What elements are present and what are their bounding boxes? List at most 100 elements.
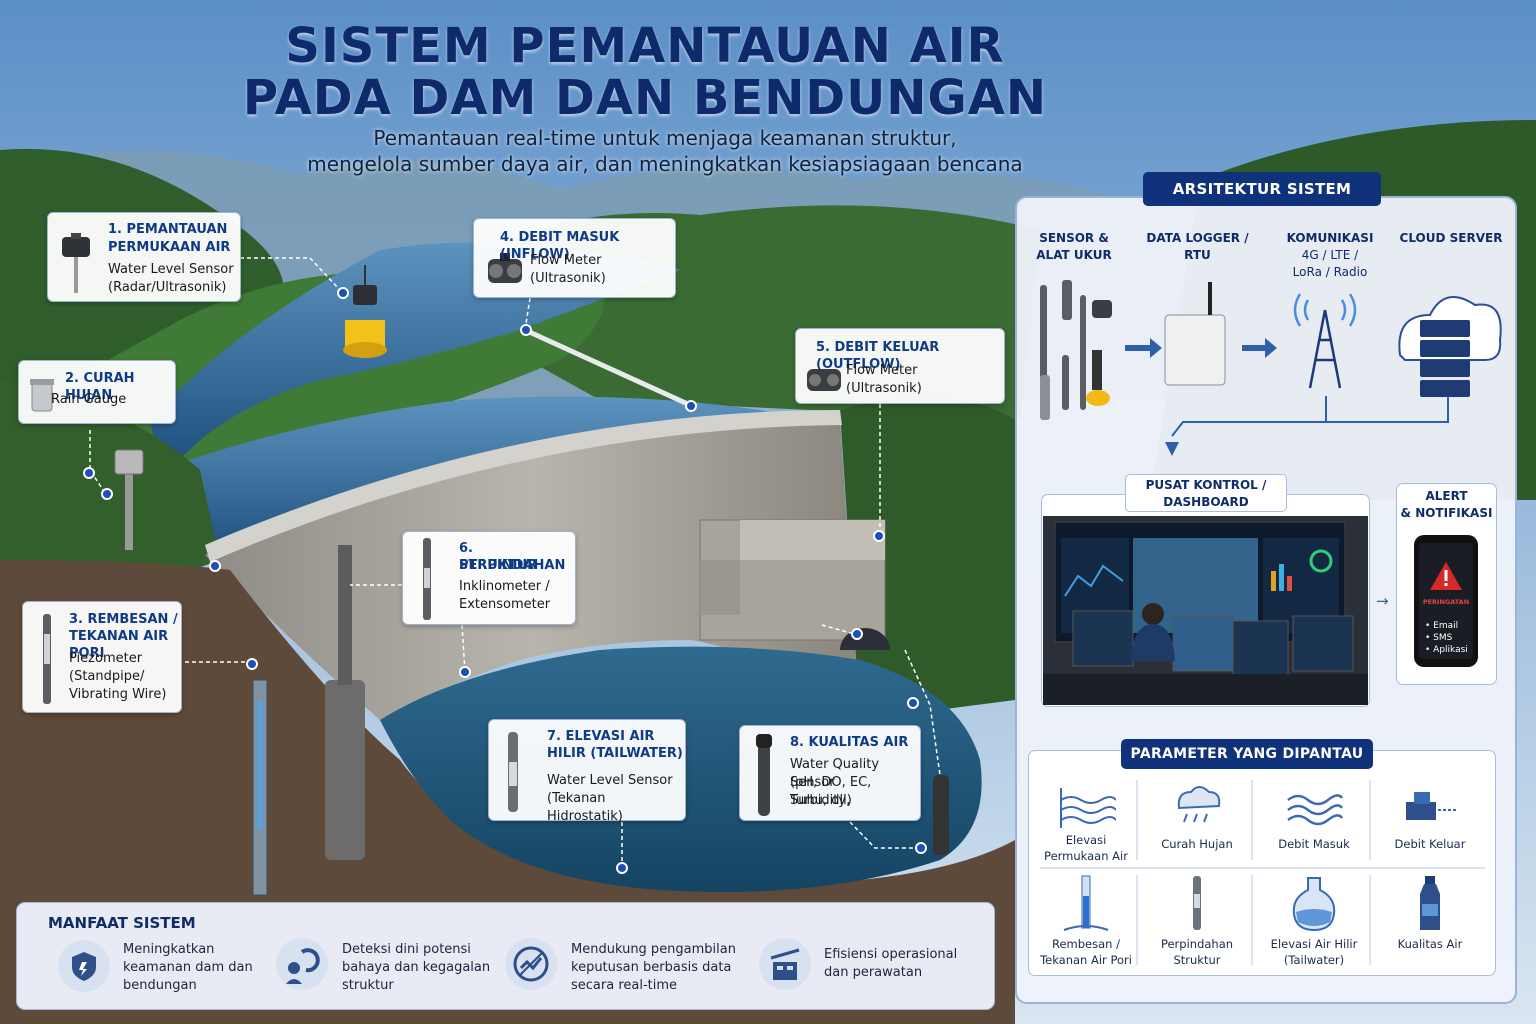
sensor-5-title1: 5. DEBIT KELUAR (OUTFLOW) bbox=[816, 340, 940, 372]
param-rainfall-label: Curah Hujan bbox=[1139, 836, 1255, 852]
sensor-card-outflow[interactable]: 5. DEBIT KELUAR (OUTFLOW) Flow Meter (Ul… bbox=[795, 328, 1005, 404]
arch-col-comm-l2: 4G / LTE / bbox=[1301, 248, 1359, 262]
sensor-card-tailwater[interactable]: 7. ELEVASI AIR HILIR (TAILWATER) Water L… bbox=[488, 719, 686, 824]
param-inflow: Debit Masuk bbox=[1256, 772, 1372, 872]
page-subtitle-line1: Pemantauan real-time untuk menjaga keama… bbox=[373, 126, 957, 150]
sensor-8-desc3: Suhu, dll) bbox=[790, 793, 852, 808]
water-level-icon bbox=[1060, 788, 1117, 828]
benefit-4-text: Efisiensi operasional dan perawatan bbox=[824, 946, 957, 982]
param-7-l1: Elevasi Air Hilir bbox=[1270, 937, 1358, 951]
sensor-3-desc1: Piezometer bbox=[69, 651, 143, 666]
benefits-title: MANFAAT SISTEM bbox=[48, 914, 196, 932]
page-subtitle-line2: mengelola sumber daya air, dan meningkat… bbox=[307, 152, 1023, 176]
sensor-3-title1: 3. REMBESAN / bbox=[69, 612, 178, 627]
arch-col-logger-l1: DATA LOGGER / bbox=[1146, 231, 1249, 245]
parameters-box bbox=[1028, 750, 1496, 976]
parameters-title: PARAMETER YANG DIPANTAU bbox=[1121, 739, 1373, 769]
water-drop-flask-icon bbox=[1292, 877, 1336, 932]
sensor-card-inflow[interactable]: 4. DEBIT MASUK (INFLOW) Flow Meter (Ultr… bbox=[473, 218, 676, 298]
piezometer-icon bbox=[1063, 875, 1109, 931]
flow-meter-icon bbox=[488, 253, 522, 283]
sensor-6-desc2: Extensometer bbox=[459, 597, 551, 612]
param-water-quality-label: Kualitas Air bbox=[1372, 936, 1488, 952]
page-title-line2: PADA DAM DAN BENDUNGAN bbox=[242, 70, 1048, 126]
param-7-l2: (Tailwater) bbox=[1283, 953, 1345, 967]
inclinometer-icon bbox=[423, 538, 431, 620]
param-rainfall: Curah Hujan bbox=[1139, 772, 1255, 872]
arrow-right-icon: → bbox=[1376, 592, 1389, 610]
arrow-right-icon bbox=[1125, 338, 1162, 358]
flow-connector bbox=[1171, 396, 1449, 437]
arch-col-comm-l1: KOMUNIKASI bbox=[1286, 231, 1374, 245]
data-decision-icon bbox=[505, 938, 557, 990]
sensor-4-title1: 4. DEBIT MASUK (INFLOW) bbox=[500, 230, 620, 262]
sensor-3-desc3: Vibrating Wire) bbox=[69, 687, 167, 702]
early-detection-icon bbox=[276, 938, 328, 990]
param-1-l1: Elevasi bbox=[1065, 833, 1107, 847]
param-inflow-label: Debit Masuk bbox=[1256, 836, 1372, 852]
arch-col-sensor-l1: SENSOR & bbox=[1039, 231, 1109, 245]
benefit-3-l3: secara real-time bbox=[571, 978, 678, 993]
page-title-line1: SISTEM PEMANTAUAN AIR bbox=[285, 18, 1005, 74]
sensor-6-title1: 6. PERPINDAHAN bbox=[459, 541, 566, 573]
param-3-l1: Debit Masuk bbox=[1278, 837, 1350, 851]
sensor-4-desc2: (Ultrasonik) bbox=[530, 271, 606, 286]
alert-heading: ALERT & NOTIFIKASI bbox=[1398, 488, 1495, 522]
alert-heading-l1: ALERT bbox=[1425, 489, 1468, 503]
benefit-1-l2: keamanan dam dan bbox=[123, 960, 253, 975]
smartphone-icon: PERINGATAN • Email • SMS • Aplikasi bbox=[1414, 535, 1478, 667]
param-seepage: Rembesan / Tekanan Air Pori bbox=[1028, 872, 1144, 972]
param-5-l1: Rembesan / bbox=[1052, 937, 1120, 951]
sensor-card-displacement[interactable]: 6. PERPINDAHAN STRUKTUR Inklinometer / E… bbox=[402, 531, 576, 625]
arch-col-comm-l3: LoRa / Radio bbox=[1292, 265, 1368, 279]
arch-col-sensor-l2: ALAT UKUR bbox=[1036, 248, 1112, 262]
sensor-8-title1: 8. KUALITAS AIR bbox=[790, 735, 909, 750]
sensor-8-desc2: (pH, DO, EC, Turbidity, bbox=[790, 775, 872, 808]
sensor-card-rain[interactable]: 2. CURAH HUJAN Rain Gauge bbox=[18, 360, 176, 424]
sensor-4-desc1: Flow Meter bbox=[530, 253, 602, 268]
sensor-1-title2: PERMUKAAN AIR bbox=[108, 240, 231, 255]
flow-meter-icon bbox=[807, 369, 841, 391]
arch-col-cloud: CLOUD SERVER bbox=[1396, 230, 1506, 247]
architecture-flow-graphic bbox=[1040, 280, 1502, 456]
param-5-l2: Tekanan Air Pori bbox=[1040, 953, 1132, 967]
arch-col-cloud-l1: CLOUD SERVER bbox=[1399, 231, 1503, 245]
control-room-illustration bbox=[1043, 516, 1368, 705]
sensor-8-desc1: Water Quality Sensor bbox=[790, 757, 880, 790]
arch-col-logger: DATA LOGGER / RTU bbox=[1140, 230, 1255, 264]
benefit-2-l2: bahaya dan kegagalan bbox=[342, 960, 491, 975]
arrow-right-icon bbox=[1242, 338, 1277, 358]
sensor-3-desc2: (Standpipe/ bbox=[69, 669, 145, 684]
sensor-7-title2: HILIR (TAILWATER) bbox=[547, 746, 683, 761]
sensor-card-water-level[interactable]: 1. PEMANTAUAN PERMUKAAN AIR Water Level … bbox=[47, 212, 241, 302]
benefit-4-l1: Efisiensi operasional bbox=[824, 947, 958, 962]
dashboard-heading-l1: PUSAT KONTROL / bbox=[1145, 478, 1267, 492]
param-4-l1: Debit Keluar bbox=[1394, 837, 1466, 851]
sensor-6-title2: STRUKTUR bbox=[459, 558, 538, 573]
piezometer-icon bbox=[43, 614, 51, 704]
dashboard-heading-l2: DASHBOARD bbox=[1163, 495, 1249, 509]
phone-item-sms: • SMS bbox=[1425, 633, 1453, 643]
rain-gauge-icon bbox=[30, 379, 54, 412]
arch-col-logger-l2: RTU bbox=[1184, 248, 1211, 262]
sensor-1-desc1: Water Level Sensor bbox=[108, 262, 234, 277]
inclinometer-icon bbox=[1193, 876, 1201, 930]
benefit-3-l1: Mendukung pengambilan bbox=[571, 942, 736, 957]
phone-item-email: • Email bbox=[1425, 621, 1459, 631]
benefit-4-l2: dan perawatan bbox=[824, 965, 923, 980]
arch-col-comm: KOMUNIKASI 4G / LTE / LoRa / Radio bbox=[1275, 230, 1385, 281]
sensor-1-title1: 1. PEMANTAUAN bbox=[108, 222, 228, 237]
sensor-probes-icon bbox=[1040, 280, 1112, 420]
architecture-title: ARSITEKTUR SISTEM bbox=[1143, 172, 1381, 206]
sensor-card-water-quality[interactable]: 8. KUALITAS AIR Water Quality Sensor (pH… bbox=[739, 725, 921, 821]
water-quality-sensor-icon bbox=[756, 734, 772, 816]
phone-item-app: • Aplikasi bbox=[1425, 645, 1468, 655]
benefit-2-l3: struktur bbox=[342, 978, 394, 993]
sensor-card-piezometer[interactable]: 3. REMBESAN / TEKANAN AIR PORI Piezomete… bbox=[22, 601, 182, 713]
